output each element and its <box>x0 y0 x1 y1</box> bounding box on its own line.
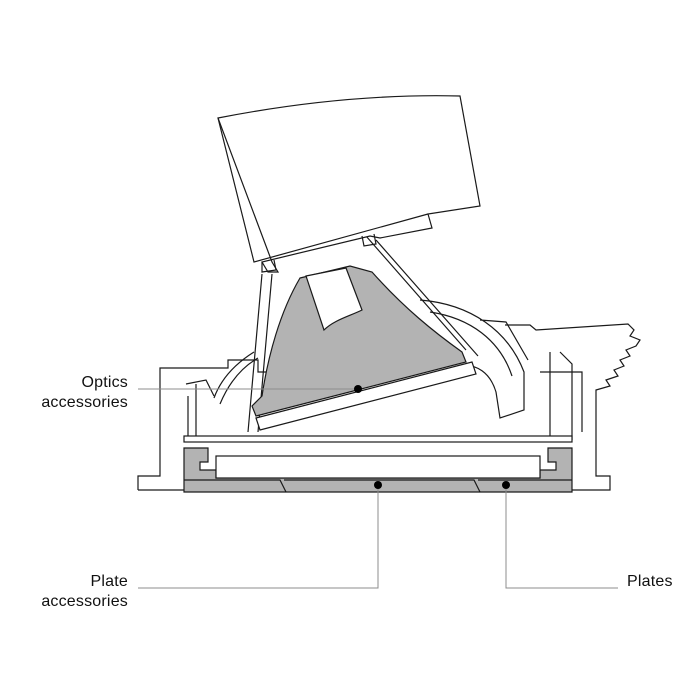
tray-inner-void <box>215 455 541 479</box>
lens-ring <box>255 361 477 431</box>
label-line: accessories <box>41 593 128 610</box>
label-plates: Plates <box>627 572 673 592</box>
lens-flat-insert <box>305 267 363 332</box>
label-optics-accessories: Optics accessories <box>41 373 128 413</box>
housing-frame <box>137 323 641 491</box>
callout-dot-plates <box>502 481 510 489</box>
callout-dot-plate <box>374 481 382 489</box>
housing-inner-wall <box>185 351 583 440</box>
fixture-head <box>217 95 481 273</box>
yoke-right-leg <box>365 235 479 357</box>
reflector-shell <box>213 299 529 419</box>
plate-segments <box>184 479 572 493</box>
callout-dot-optics <box>354 385 362 393</box>
label-line: accessories <box>41 394 128 411</box>
leader-plates <box>505 485 618 589</box>
leader-plate <box>138 485 379 589</box>
label-line: Optics <box>81 374 128 391</box>
label-line: Plate <box>90 573 128 590</box>
label-line: Plates <box>627 573 673 590</box>
head-mount-tabs <box>261 233 377 273</box>
fixture-head-body <box>217 117 429 263</box>
top-plate <box>183 435 573 443</box>
label-plate-accessories: Plate accessories <box>41 572 128 612</box>
